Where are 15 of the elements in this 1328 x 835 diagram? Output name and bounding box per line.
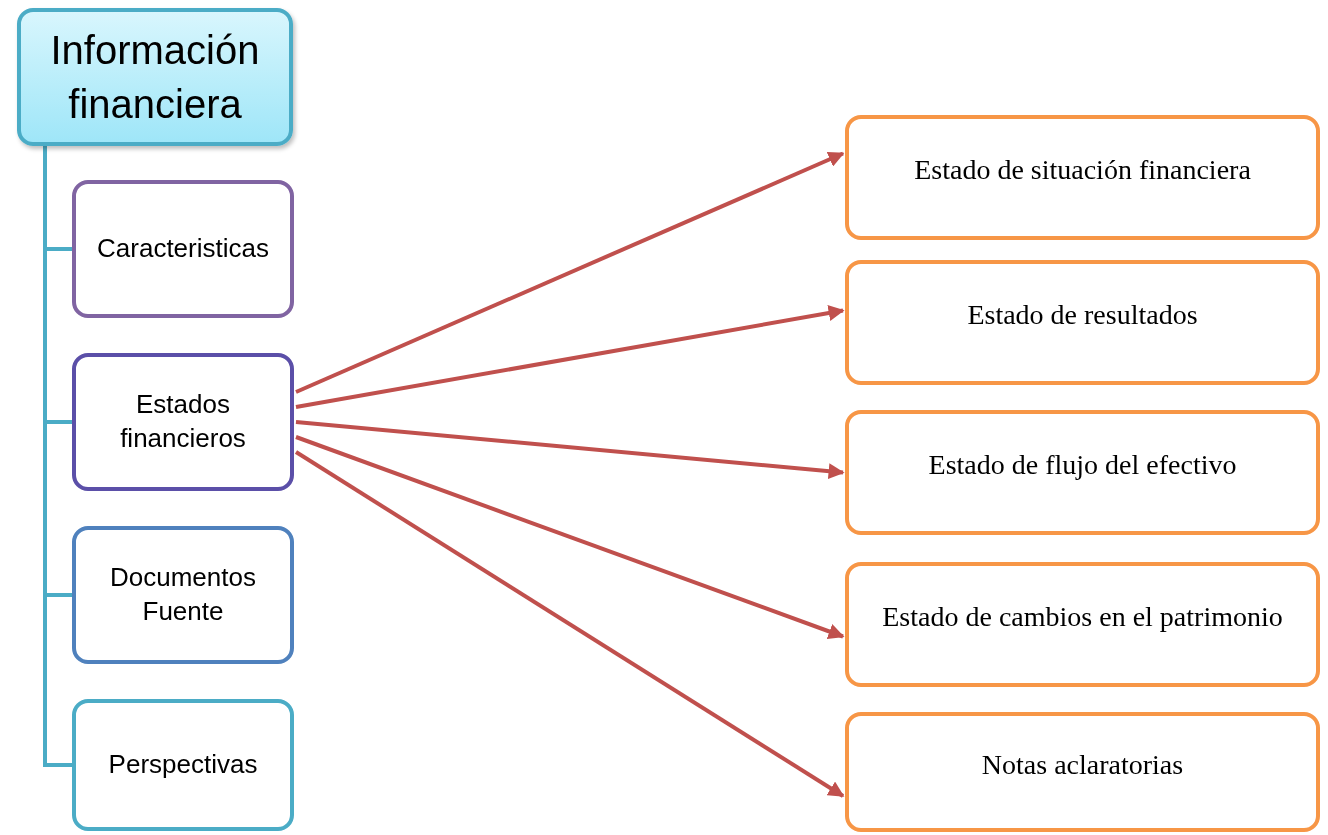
process-box: Caracteristicas [72, 180, 294, 318]
process-box: Documentos Fuente [72, 526, 294, 664]
arrow [295, 305, 845, 409]
process-box: Estado de flujo del efectivo [845, 410, 1320, 535]
title-box: Información financiera [17, 8, 293, 146]
arrow [295, 420, 845, 480]
process-box: Notas aclaratorias [845, 712, 1320, 832]
process-box: Estados financieros [72, 353, 294, 491]
arrow [295, 151, 845, 394]
arrow [294, 450, 845, 798]
process-box: Estado de resultados [845, 260, 1320, 385]
process-box: Estado de situación financiera [845, 115, 1320, 240]
arrow [295, 435, 845, 640]
process-box: Perspectivas [72, 699, 294, 831]
process-box: Estado de cambios en el patrimonio [845, 562, 1320, 687]
